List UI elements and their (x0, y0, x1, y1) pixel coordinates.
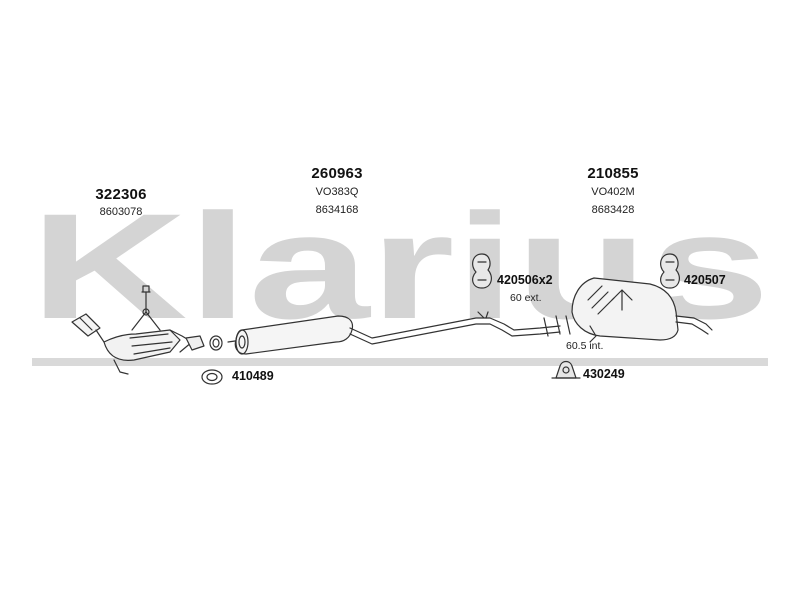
watermark-underline (32, 358, 768, 366)
rear-silencer-drawing (543, 277, 713, 343)
part-ref-front-1: 8603078 (99, 206, 143, 218)
part-ref-rear-1: VO402M (591, 186, 635, 198)
accessory-note-clamp: 60.5 int. (566, 340, 604, 352)
accessory-number-hanger-1: 420506x2 (497, 273, 553, 287)
accessory-number-gasket: 410489 (232, 369, 274, 383)
part-number-rear: 210855 (587, 165, 639, 182)
part-number-middle: 260963 (311, 165, 363, 182)
accessory-number-hanger-2: 420507 (684, 273, 726, 287)
rubber-hanger-420506-drawing (472, 253, 492, 289)
part-ref-middle-2: 8634168 (315, 204, 359, 216)
flange-gasket-drawing (201, 335, 223, 385)
accessory-number-clamp: 430249 (583, 367, 625, 381)
rubber-hanger-420507-drawing (660, 253, 680, 289)
middle-silencer-drawing (227, 311, 561, 355)
front-pipe-catalyst-drawing (71, 285, 205, 375)
accessory-note-hanger-1: 60 ext. (510, 292, 542, 304)
part-ref-rear-2: 8683428 (591, 204, 635, 216)
clamp-430249-drawing (551, 360, 581, 379)
part-ref-middle-1: VO383Q (315, 186, 359, 198)
part-number-front: 322306 (95, 186, 147, 203)
